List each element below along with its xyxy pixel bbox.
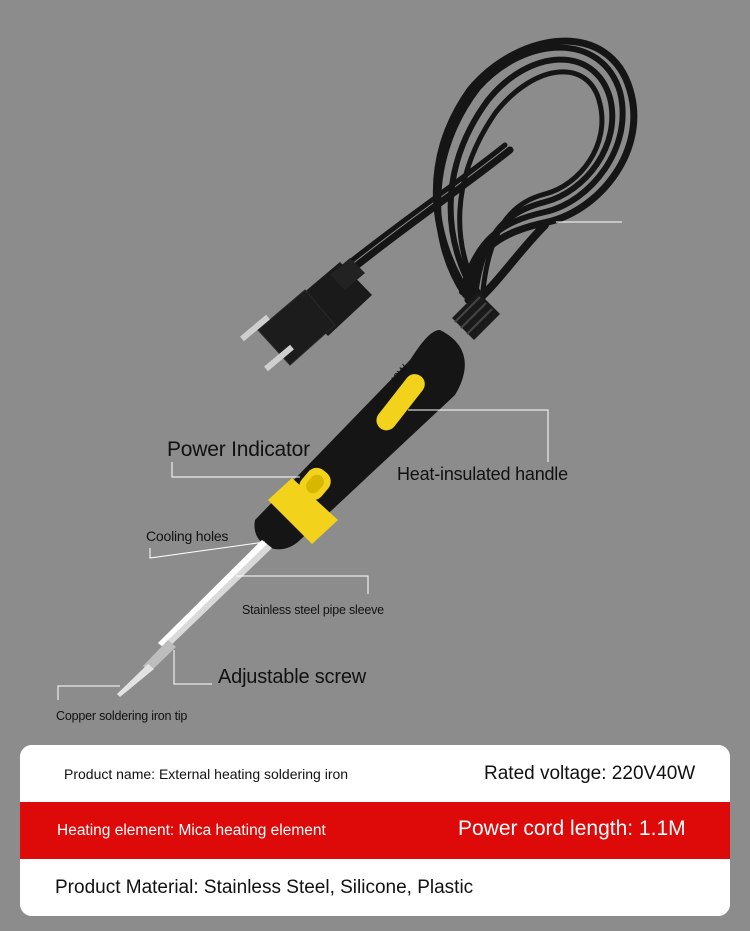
power-cord-coil [432,37,638,305]
annotation-copper-tip: Copper soldering iron tip [56,709,188,723]
spec-power-cord-length: Power cord length: 1.1M [458,817,686,840]
annotation-heat-insulated-handle: Heat-insulated handle [397,464,568,484]
plug [240,258,372,372]
spec-row-1: Product name: External heating soldering… [20,745,730,802]
soldering-iron-handle [254,330,465,550]
annotation-stainless-pipe-sleeve: Stainless steel pipe sleeve [242,603,384,617]
annotation-cooling-holes: Cooling holes [146,528,229,544]
spec-rated-voltage: Rated voltage: 220V40W [484,763,696,784]
metal-sleeve [117,540,272,697]
spec-product-name: Product name: External heating soldering… [64,766,349,782]
strain-relief [452,292,500,340]
callout-lines [57,221,622,700]
spec-heating-element: Heating element: Mica heating element [57,822,326,839]
spec-row-3: Product Material: Stainless Steel, Silic… [20,859,730,916]
plug-cord [341,146,514,279]
spec-card: Product name: External heating soldering… [20,745,730,916]
annotation-adjustable-screw: Adjustable screw [218,666,366,688]
annotation-power-indicator: Power Indicator [167,438,310,461]
spec-product-material: Product Material: Stainless Steel, Silic… [55,877,474,898]
spec-row-2: Heating element: Mica heating element Po… [20,802,730,859]
